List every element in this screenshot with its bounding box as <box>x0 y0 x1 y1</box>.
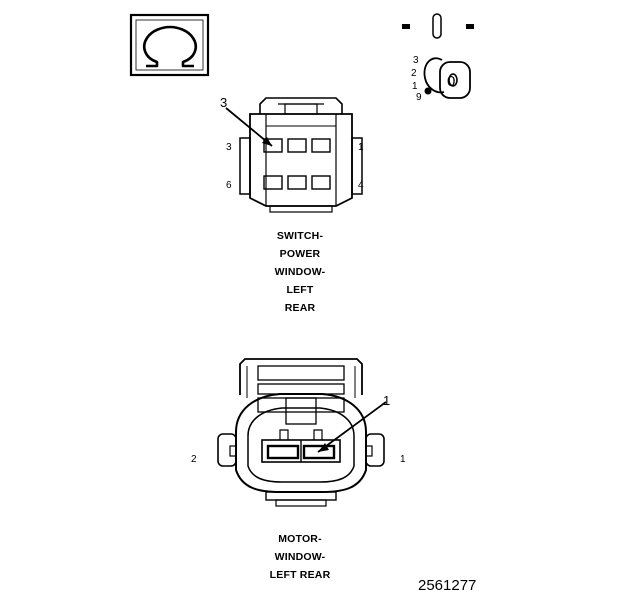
switch-cavity-5 <box>287 175 307 190</box>
motor-caption-line: MOTOR- <box>278 533 322 545</box>
switch-side-left <box>239 137 251 195</box>
ignition-pos-9: 9 <box>416 92 422 103</box>
switch-cavity-6 <box>311 175 331 190</box>
motor-pin-2: 2 <box>191 454 197 465</box>
motor-base-foot <box>275 499 327 507</box>
switch-caption-line: POWER <box>279 248 321 260</box>
motor-latch-mid <box>257 383 345 395</box>
switch-latch <box>259 97 343 114</box>
switch-latch-tab <box>284 103 318 115</box>
motor-base-tab <box>265 491 337 501</box>
omega-icon <box>143 25 197 68</box>
key-pivot <box>424 87 432 95</box>
key-hole <box>448 73 458 87</box>
motor-ear-right-inner <box>365 445 373 457</box>
off-marker-left <box>402 24 410 29</box>
switch-side-right <box>351 137 363 195</box>
switch-connector: 3 3 1 6 4 <box>220 95 364 213</box>
motor-ear-right <box>365 433 385 467</box>
switch-cavity-4 <box>263 175 283 190</box>
switch-callout-arrow <box>262 137 272 146</box>
motor-inner-shell <box>247 407 355 483</box>
motor-ear-left-inner <box>229 445 237 457</box>
switch-cavity-1 <box>263 138 283 153</box>
ignition-pos-2: 2 <box>411 68 417 79</box>
switch-pin-1: 1 <box>358 142 364 153</box>
motor-latch-top <box>257 365 345 381</box>
key-ring <box>423 57 445 94</box>
motor-terminal-right <box>302 444 336 460</box>
motor-connector-caption: MOTOR- WINDOW- LEFT REAR <box>200 530 400 584</box>
switch-caption-line: WINDOW- <box>274 266 326 278</box>
motor-callout-line <box>317 401 387 453</box>
off-marker-right <box>466 24 474 29</box>
switch-caption-line: SWITCH- <box>276 230 324 242</box>
ignition-key-icon: 3 2 1 9 0 <box>402 13 474 103</box>
run-marker <box>432 13 442 39</box>
switch-caption-line: REAR <box>284 302 316 314</box>
motor-caption-line: WINDOW- <box>274 551 326 563</box>
ignition-pos-1: 1 <box>412 81 418 92</box>
motor-outer-shell <box>235 393 367 493</box>
motor-terminal-left <box>266 444 300 460</box>
motor-key-notches <box>279 429 323 440</box>
motor-caption-line: LEFT REAR <box>269 569 331 581</box>
key-head <box>439 61 471 99</box>
switch-caption-line: LEFT <box>286 284 314 296</box>
switch-cavity-2 <box>287 138 307 153</box>
figure-number: 2561277 <box>418 577 477 594</box>
switch-base <box>269 205 333 213</box>
omega-frame-inner <box>135 19 204 71</box>
switch-body <box>249 113 353 207</box>
omega-frame <box>129 13 210 77</box>
switch-connector-caption: SWITCH- POWER WINDOW- LEFT REAR <box>200 227 400 317</box>
switch-pin-3: 3 <box>226 142 232 153</box>
motor-callout-arrow <box>318 443 329 452</box>
motor-callout-number: 1 <box>383 393 390 408</box>
motor-latch-tab <box>285 397 317 425</box>
motor-pin-1: 1 <box>400 454 406 465</box>
omega-symbol <box>129 13 210 77</box>
switch-callout-number: 3 <box>220 95 227 110</box>
motor-ear-left <box>217 433 237 467</box>
motor-connector: 1 2 1 <box>191 358 406 507</box>
ignition-pos-3: 3 <box>413 55 419 66</box>
switch-callout-line <box>225 107 273 147</box>
motor-latch-housing <box>239 358 363 395</box>
switch-pin-6: 6 <box>226 180 232 191</box>
switch-cavity-3 <box>311 138 331 153</box>
switch-pin-4: 4 <box>358 180 364 191</box>
key-label: 0 <box>447 73 455 90</box>
